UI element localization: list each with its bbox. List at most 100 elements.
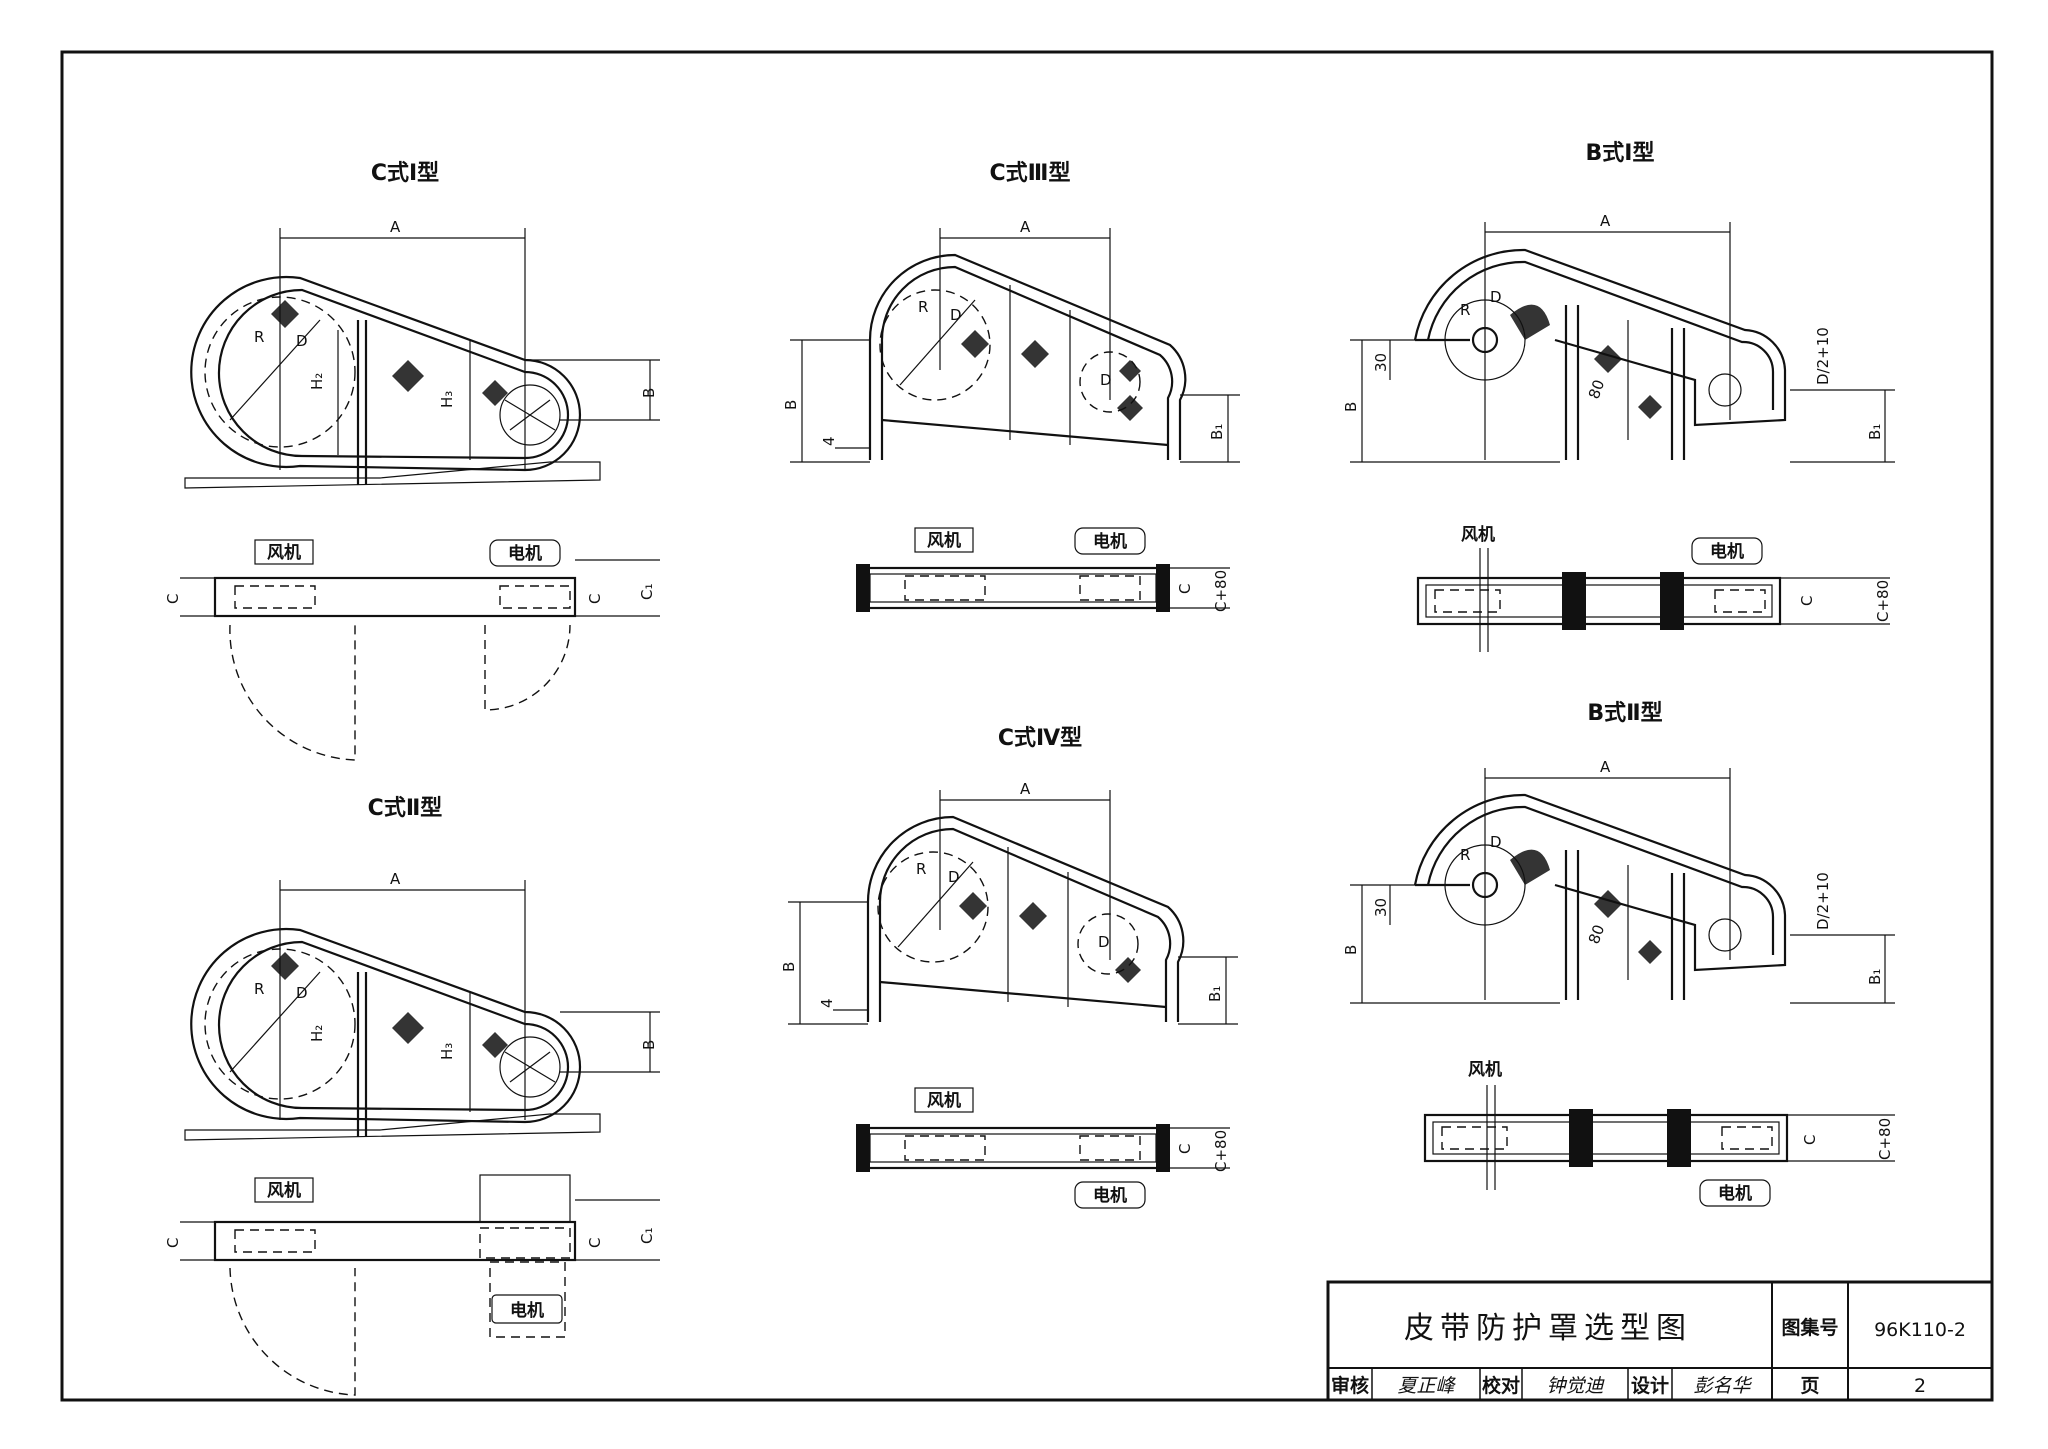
dim-r: R	[1460, 301, 1470, 319]
dim-r: R	[254, 980, 264, 998]
dim-a: A	[1600, 212, 1611, 230]
dim-30: 30	[1372, 353, 1390, 372]
motor-label-box	[1074, 1181, 1146, 1209]
review-label: 审核	[1331, 1374, 1369, 1397]
dim-c1: C₁	[638, 584, 656, 601]
dim-h2: H₂	[308, 373, 326, 390]
dim-b: B	[780, 962, 798, 972]
view-title: C式Ⅱ型	[368, 796, 443, 821]
fan-label: 风机	[1468, 1059, 1502, 1080]
view-b-type-1: B式Ⅰ型 A R D 80 B 30 B₁ D/2+10 风机 电机	[1342, 141, 1895, 652]
dim-80: 80	[1585, 377, 1608, 401]
dim-b: B	[1342, 402, 1360, 412]
dim-c80: C+80	[1876, 1118, 1894, 1160]
dim-c: C	[586, 594, 604, 604]
design-label: 设计	[1631, 1375, 1669, 1397]
dim-a: A	[390, 218, 401, 236]
dim-d: D	[1490, 288, 1502, 306]
dim-a: A	[390, 870, 401, 888]
dim-b: B	[640, 1040, 658, 1050]
dim-c: C	[1176, 1144, 1194, 1154]
dim-c80: C+80	[1212, 570, 1230, 612]
dim-d: D	[948, 868, 960, 886]
fan-label: 风机	[1461, 524, 1495, 545]
dim-b1: B₁	[1206, 986, 1224, 1002]
sheet-border	[60, 50, 1994, 1402]
fan-label-box	[914, 527, 974, 553]
dim-b: B	[782, 400, 800, 410]
dim-r: R	[918, 298, 928, 316]
fan-label: 风机	[927, 1090, 961, 1111]
dim-d: D	[1098, 933, 1110, 951]
fan-label-box	[254, 1177, 314, 1203]
dim-d: D	[1100, 371, 1112, 389]
view-title: B式Ⅱ型	[1587, 701, 1662, 726]
dim-b: B	[1342, 945, 1360, 955]
dim-b: B	[640, 388, 658, 398]
page-label: 页	[1800, 1375, 1819, 1397]
dim-4: 4	[818, 998, 836, 1008]
dim-r: R	[916, 860, 926, 878]
view-title: C式Ⅲ型	[990, 161, 1071, 186]
dim-h3: H₃	[438, 1043, 456, 1060]
view-c-type-3: C式Ⅲ型 A R D D B 4 B₁ 风机 电机	[782, 161, 1240, 612]
dim-d: D	[296, 984, 308, 1002]
dim-c: C	[1176, 584, 1194, 594]
fan-label: 风机	[267, 542, 301, 563]
dim-d: D	[1490, 833, 1502, 851]
dim-c: C	[1798, 596, 1816, 606]
dim-c1: C₁	[638, 1228, 656, 1245]
view-title: C式Ⅰ型	[371, 161, 439, 186]
view-title: B式Ⅰ型	[1586, 141, 1655, 166]
check-label: 校对	[1482, 1374, 1520, 1397]
view-b-type-2: B式Ⅱ型 A R D 80 B 30 B₁ D/2+10 风机	[1342, 701, 1895, 1207]
dim-b1: B₁	[1866, 424, 1884, 440]
dim-b1: B₁	[1866, 969, 1884, 985]
dim-h3: H₃	[438, 391, 456, 408]
dim-d2: D/2+10	[1814, 872, 1832, 930]
dim-a: A	[1020, 780, 1031, 798]
dim-r: R	[1460, 846, 1470, 864]
dim-d: D	[950, 306, 962, 324]
check-signature: 钟觉迪	[1546, 1375, 1605, 1397]
view-title: C式Ⅳ型	[998, 726, 1082, 751]
motor-label-box	[1691, 537, 1763, 565]
motor-label-box	[489, 539, 561, 567]
motor-label: 电机	[508, 543, 542, 564]
motor-label-box	[1699, 1179, 1771, 1207]
dim-4: 4	[820, 436, 838, 446]
motor-label: 电机	[1093, 531, 1127, 552]
dim-r: R	[254, 328, 264, 346]
fan-label: 风机	[267, 1180, 301, 1201]
drawing-title: 皮带防护罩选型图	[1404, 1311, 1692, 1346]
dim-h2: H₂	[308, 1025, 326, 1042]
review-signature: 夏正峰	[1397, 1375, 1456, 1397]
page-number: 2	[1914, 1375, 1926, 1397]
view-c-type-2: C式Ⅱ型 A R D H₂ H₃ B 风机 电机	[164, 796, 660, 1396]
dim-a: A	[1020, 218, 1031, 236]
fan-label-box	[914, 1087, 974, 1113]
dim-30: 30	[1372, 898, 1390, 917]
motor-label: 电机	[1718, 1183, 1752, 1204]
dim-c: C	[586, 1238, 604, 1248]
dim-80: 80	[1585, 922, 1608, 946]
atlas-number: 96K110-2	[1874, 1319, 1966, 1341]
view-c-type-4: C式Ⅳ型 A R D D B 4 B₁ 风机	[780, 726, 1238, 1209]
dim-a: A	[1600, 758, 1611, 776]
fan-label-box	[254, 539, 314, 565]
dim-c80: C+80	[1212, 1130, 1230, 1172]
dim-c: C	[164, 594, 182, 604]
title-block: 皮带防护罩选型图 图集号 96K110-2 审核 夏正峰 校对 钟觉迪 设计 彭…	[1326, 1280, 1994, 1402]
atlas-label: 图集号	[1781, 1316, 1838, 1339]
dim-d2: D/2+10	[1814, 327, 1832, 385]
motor-label-box	[491, 1294, 563, 1324]
view-c-type-1: C式Ⅰ型 A R D H₂ H₃ B 风机	[164, 161, 660, 761]
motor-label: 电机	[510, 1300, 544, 1321]
motor-label: 电机	[1710, 541, 1744, 562]
dim-c: C	[164, 1238, 182, 1248]
dim-b1: B₁	[1208, 424, 1226, 440]
dim-c80: C+80	[1874, 580, 1892, 622]
motor-label-box	[1074, 527, 1146, 555]
dim-d: D	[296, 332, 308, 350]
